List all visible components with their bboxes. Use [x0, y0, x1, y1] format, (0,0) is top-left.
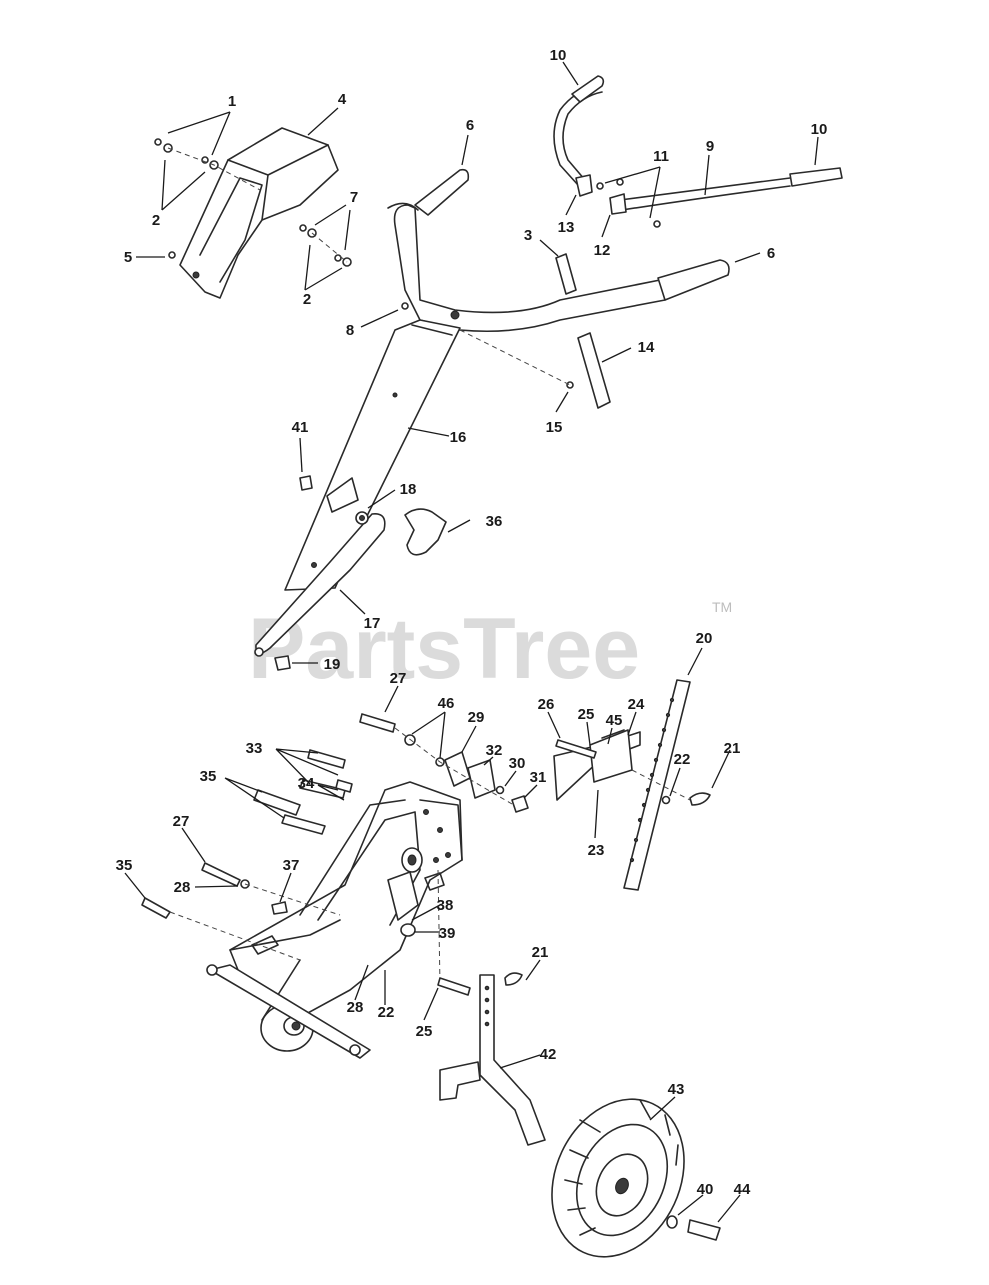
- callout-38: 38: [437, 897, 454, 914]
- callout-15: 15: [546, 419, 563, 436]
- callout-4: 4: [338, 91, 347, 108]
- callout-44: 44: [734, 1181, 751, 1198]
- callout-6b: 6: [767, 245, 775, 262]
- handle-tube: [284, 319, 461, 591]
- callout-11: 11: [653, 148, 669, 165]
- callout-23: 23: [588, 842, 605, 859]
- callout-5: 5: [124, 249, 132, 266]
- callout-28b: 28: [347, 999, 364, 1016]
- wheel-assembly: [437, 869, 721, 1258]
- callout-7: 7: [350, 189, 358, 206]
- callout-30: 30: [509, 755, 526, 772]
- callout-26: 26: [538, 696, 555, 713]
- callout-6a: 6: [466, 117, 474, 134]
- callout-35a: 35: [200, 768, 217, 785]
- callout-22b: 22: [378, 1004, 395, 1021]
- transmission-frame: [206, 781, 463, 1059]
- callout-21b: 21: [532, 944, 549, 961]
- callout-25a: 25: [578, 706, 595, 723]
- callout-2b: 2: [303, 291, 311, 308]
- callout-leaders: [124, 61, 819, 1223]
- watermark-trademark: TM: [712, 599, 732, 615]
- callout-27b: 27: [173, 813, 190, 830]
- callout-21a: 21: [724, 740, 741, 757]
- callout-9: 9: [706, 138, 714, 155]
- callout-39: 39: [439, 925, 456, 942]
- lower-handle-parts: [254, 475, 447, 671]
- callout-34: 34: [298, 775, 315, 792]
- callout-36: 36: [486, 513, 503, 530]
- callout-10b: 10: [811, 121, 828, 138]
- handle-bar: [387, 168, 730, 333]
- callout-24: 24: [628, 696, 645, 713]
- handle-bracket: [459, 329, 611, 409]
- callout-32: 32: [486, 742, 503, 759]
- callout-2a: 2: [152, 212, 160, 229]
- callout-43: 43: [668, 1081, 685, 1098]
- callout-16: 16: [450, 429, 467, 446]
- callout-12: 12: [594, 242, 611, 259]
- belt-guard: [179, 127, 339, 299]
- callout-14: 14: [638, 339, 655, 356]
- handle-pin: [555, 253, 577, 295]
- callout-33: 33: [246, 740, 263, 757]
- callout-46: 46: [438, 695, 455, 712]
- callout-8: 8: [346, 322, 354, 339]
- callout-45: 45: [606, 712, 623, 729]
- callout-19: 19: [324, 656, 341, 673]
- callout-3: 3: [524, 227, 532, 244]
- callout-31: 31: [530, 769, 547, 786]
- callout-29: 29: [468, 709, 485, 726]
- callout-42: 42: [540, 1046, 557, 1063]
- depth-control-lever: [553, 75, 843, 228]
- callout-10a: 10: [550, 47, 567, 64]
- guard-fasteners: [154, 138, 352, 267]
- callout-13: 13: [558, 219, 575, 236]
- callout-25b: 25: [416, 1023, 433, 1040]
- callout-35b: 35: [116, 857, 133, 874]
- callout-1: 1: [228, 93, 236, 110]
- callout-40: 40: [697, 1181, 714, 1198]
- watermark-text: PartsTree: [248, 601, 640, 697]
- drag-stake-assembly: [553, 679, 711, 891]
- callout-22a: 22: [674, 751, 691, 768]
- callout-27a: 27: [390, 670, 407, 687]
- callout-37: 37: [283, 857, 300, 874]
- callout-labels: 1 2 2 2 3 4 5 6 6 7 8 9 10 10 11 12 13 1…: [116, 47, 828, 1198]
- hitch-fasteners: [359, 713, 529, 813]
- callout-28a: 28: [174, 879, 191, 896]
- callout-20: 20: [696, 630, 713, 647]
- callout-41: 41: [292, 419, 309, 436]
- callout-17: 17: [364, 615, 381, 632]
- callout-18: 18: [400, 481, 417, 498]
